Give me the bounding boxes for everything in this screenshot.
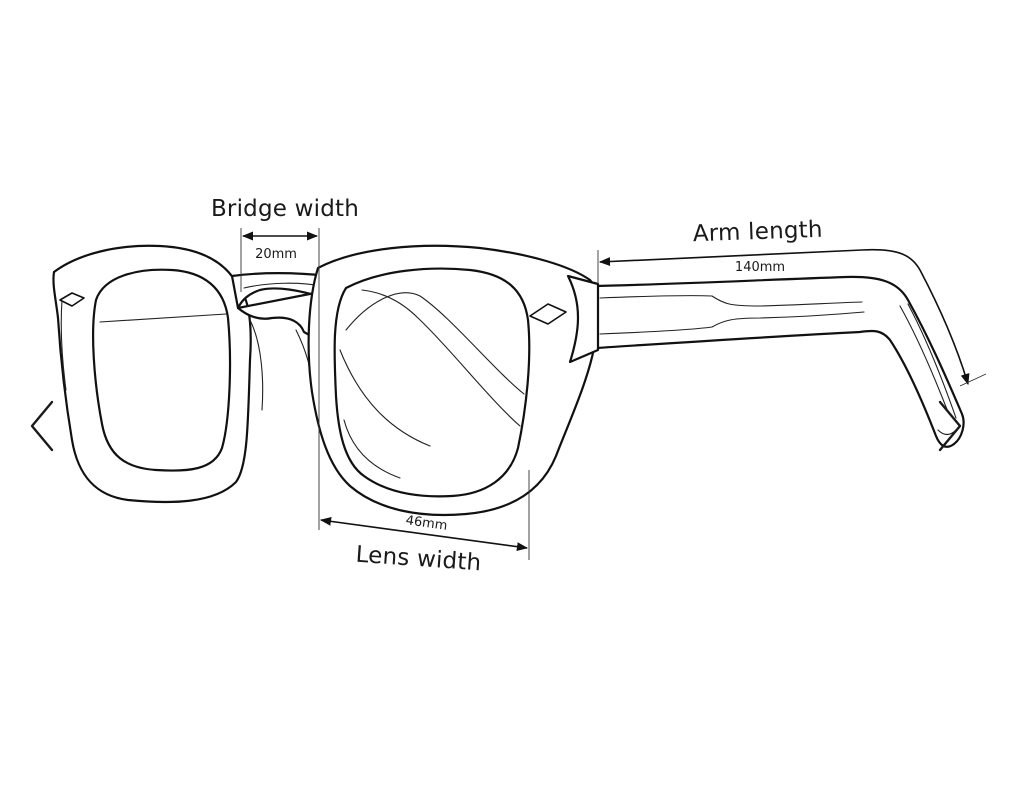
arm-length-label: Arm length [692,217,823,248]
previous-image-button[interactable] [22,396,62,456]
chevron-left-icon [30,400,54,452]
chevron-right-icon [938,400,962,452]
bridge-width-value: 20mm [255,247,297,262]
left-rim [52,244,252,504]
lens-width-value: 46mm [405,513,449,534]
arm-length-value: 140mm [735,260,785,275]
bridge [230,271,332,411]
next-image-button[interactable] [930,396,970,456]
lens-width-label: Lens width [355,542,482,577]
arm-length-dimension: Arm length 140mm [597,217,987,387]
temple-arm [594,275,965,448]
bridge-dimension: Bridge width 20mm [211,196,359,530]
bridge-width-label: Bridge width [211,196,359,222]
right-rim [307,244,600,517]
